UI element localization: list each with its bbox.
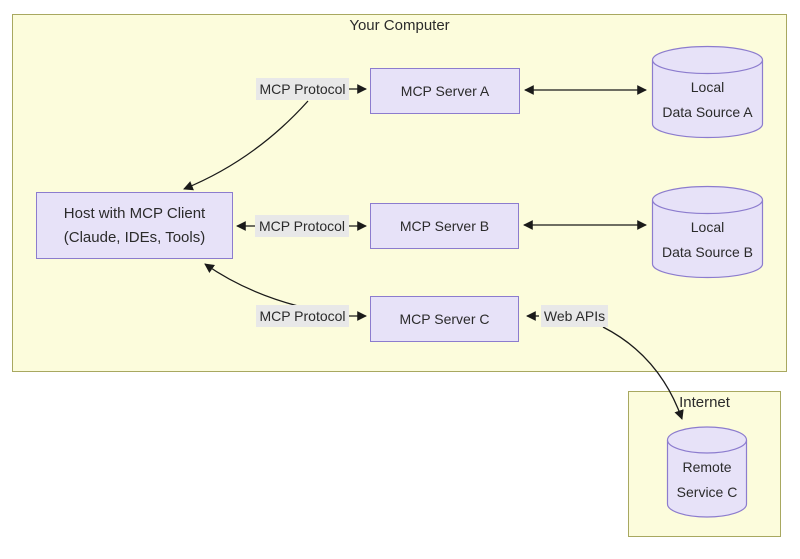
local-data-source-b-line1: Local (690, 219, 725, 235)
host-node: Host with MCP Client (Claude, IDEs, Tool… (36, 192, 233, 259)
mcp-server-c-node: MCP Server C (370, 296, 519, 342)
internet-label: Internet (679, 394, 730, 411)
host-label-line2: (Claude, IDEs, Tools) (63, 228, 206, 246)
cylinder-shape (666, 426, 748, 518)
local-data-source-a-line1: Local (690, 79, 725, 95)
local-data-source-a-line2: Data Source A (662, 104, 753, 120)
local-data-source-b-label: Local Data Source B (651, 215, 764, 265)
cylinder-shape (651, 185, 764, 279)
mcp-server-a-label: MCP Server A (400, 83, 490, 99)
local-data-source-b-cylinder: Local Data Source B (651, 185, 764, 280)
mcp-server-a-node: MCP Server A (370, 68, 520, 114)
remote-service-c-line2: Service C (676, 484, 738, 500)
your-computer-label: Your Computer (349, 17, 450, 34)
mcp-server-b-node: MCP Server B (370, 203, 519, 249)
mcp-protocol-label-c: MCP Protocol (256, 305, 349, 327)
mcp-server-b-label: MCP Server B (399, 218, 490, 234)
local-data-source-a-cylinder: Local Data Source A (651, 45, 764, 140)
remote-service-c-cylinder: Remote Service C (666, 425, 748, 520)
web-apis-label: Web APIs (541, 305, 608, 327)
remote-service-c-line1: Remote (682, 459, 732, 475)
host-label-line1: Host with MCP Client (63, 204, 206, 222)
mcp-protocol-label-b: MCP Protocol (255, 215, 349, 237)
remote-service-c-label: Remote Service C (666, 455, 748, 505)
local-data-source-a-label: Local Data Source A (651, 75, 764, 125)
mcp-protocol-label-a: MCP Protocol (256, 78, 349, 100)
mcp-server-c-label: MCP Server C (399, 311, 490, 327)
local-data-source-b-line2: Data Source B (661, 244, 754, 260)
cylinder-shape (651, 45, 764, 139)
